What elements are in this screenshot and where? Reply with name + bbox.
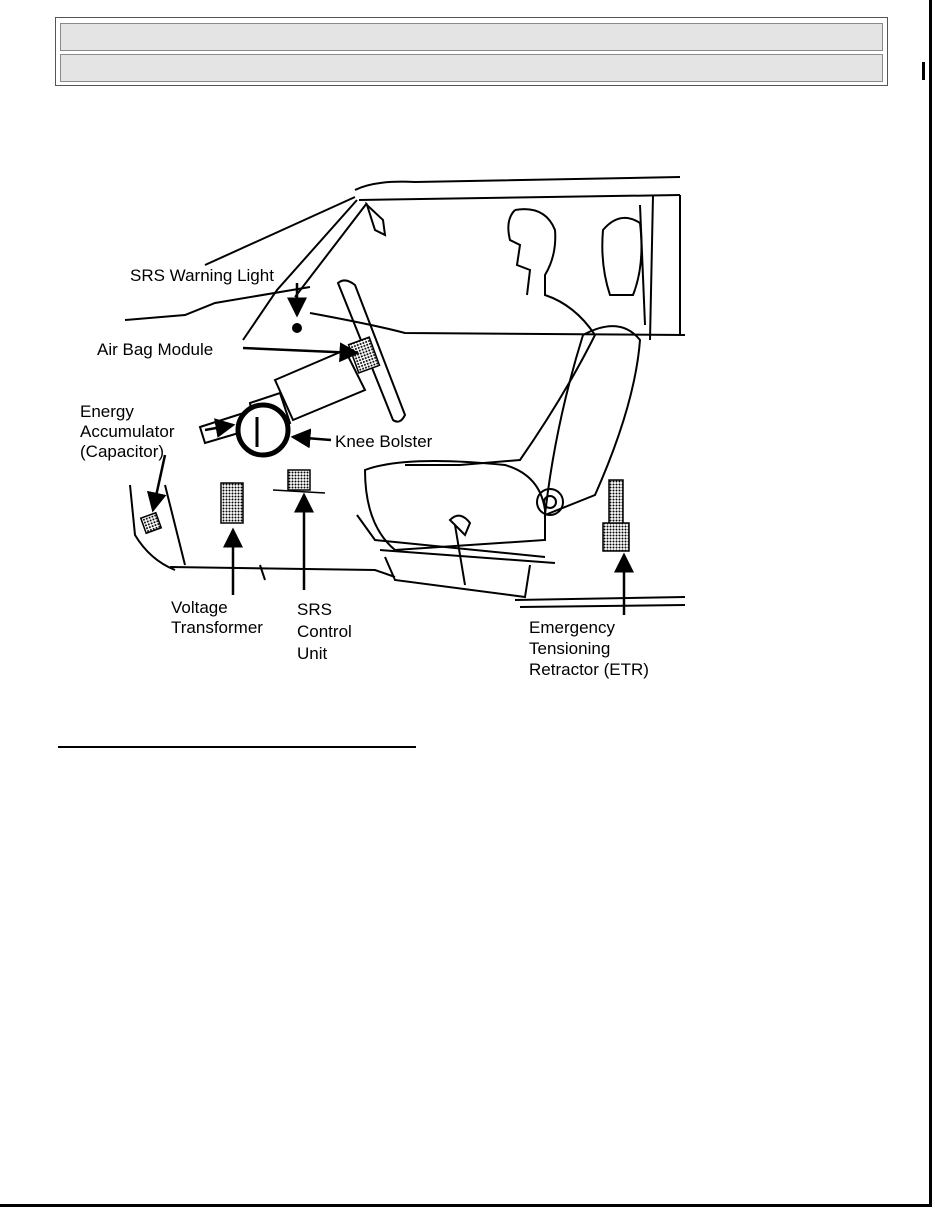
label-etr-2: Tensioning (529, 639, 610, 658)
srs-component-diagram: SRS Warning Light Air Bag Module Energy … (75, 165, 690, 685)
leader-arrows (146, 283, 634, 615)
header-subtitle-bar (60, 54, 883, 82)
label-srs-warning-light: SRS Warning Light (130, 266, 274, 285)
vehicle-body-outline (124, 176, 686, 608)
energy-accumulator-box (139, 511, 163, 535)
etr-assembly (602, 479, 630, 552)
document-header (55, 17, 888, 86)
label-energy-accumulator-3: (Capacitor) (80, 442, 164, 461)
label-etr-3: Retractor (ETR) (529, 660, 649, 679)
label-energy-accumulator-2: Accumulator (80, 422, 175, 441)
srs-control-unit-box (272, 469, 326, 494)
label-voltage-transformer-2: Transformer (171, 618, 263, 637)
page-edge-mark (922, 62, 925, 80)
voltage-transformer-box (220, 482, 244, 524)
label-air-bag-module: Air Bag Module (97, 340, 213, 359)
srs-warning-light-dot (292, 323, 302, 333)
label-srs-control-unit-2: Control (297, 622, 352, 641)
driver-seat (356, 216, 643, 599)
label-energy-accumulator-1: Energy (80, 402, 134, 421)
label-srs-control-unit-1: SRS (297, 600, 332, 619)
section-divider (58, 746, 416, 748)
label-voltage-transformer-1: Voltage (171, 598, 228, 617)
occupant-silhouette (405, 208, 597, 466)
label-srs-control-unit-3: Unit (297, 644, 328, 663)
label-etr-1: Emergency (529, 618, 615, 637)
rear-view-mirror (364, 201, 387, 237)
header-title-bar (60, 23, 883, 51)
label-knee-bolster: Knee Bolster (335, 432, 433, 451)
srs-diagram-svg: SRS Warning Light Air Bag Module Energy … (80, 176, 686, 679)
knee-bolster-shape (235, 402, 291, 458)
